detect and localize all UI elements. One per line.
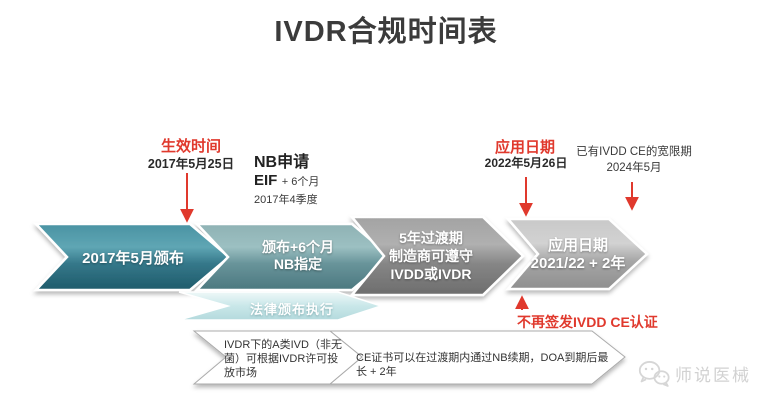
note2-text: CE证书可以在过渡期内通过NB续期，DOA到期后最长 + 2年 bbox=[356, 352, 609, 378]
note1-text: IVDR下的A类IVD（非无菌）可根据IVDR许可投放市场 bbox=[224, 339, 342, 379]
timeline-arrow-4 bbox=[505, 217, 649, 291]
law-enforcement-arrow bbox=[178, 291, 384, 321]
grace-period-line2: 2024年5月 bbox=[606, 162, 662, 174]
arrow3-line3: IVDD或IVDR bbox=[390, 266, 472, 282]
application-date-value: 2022年5月26日 bbox=[484, 156, 568, 170]
application-date-label: 应用日期 bbox=[494, 139, 555, 156]
arrow3-line1: 5年过渡期 bbox=[399, 230, 463, 246]
wechat-icon bbox=[638, 361, 670, 387]
timeline-arrow-3 bbox=[349, 215, 525, 297]
arrow2-line1: 颁布+6个月 bbox=[262, 239, 334, 255]
arrow1-label: 2017年5月颁布 bbox=[82, 250, 184, 267]
grace-period-line1: 已有IVDD CE的宽限期 bbox=[576, 146, 692, 158]
arrow4-line1: 应用日期 bbox=[547, 237, 608, 254]
timeline-arrow-1 bbox=[33, 222, 231, 292]
arrow2-line2: NB指定 bbox=[273, 256, 323, 272]
timeline-arrow-2 bbox=[194, 222, 393, 292]
note-box-1 bbox=[192, 330, 363, 385]
watermark-text: 师说医械 bbox=[675, 366, 751, 385]
nb-eif-line: EIF + 6个月 bbox=[254, 172, 319, 190]
watermark: 师说医械 bbox=[638, 360, 751, 387]
arrow4-label: 应用日期 2021/22 + 2年 bbox=[520, 237, 636, 273]
law-enforcement-label: 法律颁布执行 bbox=[249, 302, 334, 317]
page-title: IVDR合规时间表 bbox=[274, 16, 498, 48]
nb-eif-suffix: + 6个月 bbox=[281, 176, 320, 188]
effective-date-value: 2017年5月25日 bbox=[147, 157, 235, 171]
effective-date-label: 生效时间 bbox=[160, 138, 221, 155]
arrow4-line2: 2021/22 + 2年 bbox=[530, 255, 626, 272]
arrow3-line2: 制造商可遵守 bbox=[389, 248, 473, 264]
nb-quarter-label: 2017年4季度 bbox=[254, 194, 318, 206]
arrow3-label: 5年过渡期 制造商可遵守 IVDD或IVDR bbox=[367, 229, 495, 283]
nb-application-title: NB申请 bbox=[254, 154, 310, 171]
no-ivdd-ce-label: 不再签发IVDD CE认证 bbox=[517, 314, 658, 330]
arrow2-label: 颁布+6个月 NB指定 bbox=[233, 239, 363, 273]
nb-eif-label: EIF bbox=[254, 172, 278, 189]
